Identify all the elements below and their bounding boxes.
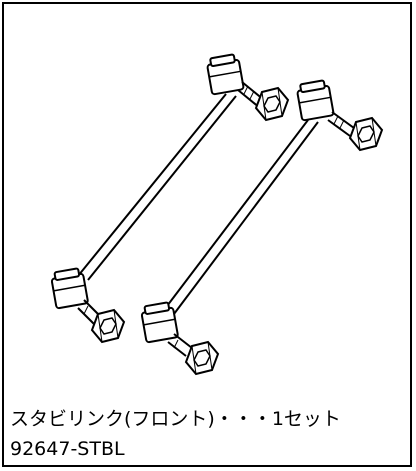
product-card: スタビリンク(フロント)・・・1セット 92647-STBL [2, 2, 412, 467]
product-caption: スタビリンク(フロント)・・・1セット 92647-STBL [10, 404, 341, 464]
part-number: 92647-STBL [10, 438, 125, 460]
stabilizer-link-left [50, 53, 289, 343]
stabilizer-link-right [140, 79, 383, 375]
stabilizer-link-illustration [50, 53, 383, 375]
product-name: スタビリンク(フロント)・・・1セット [10, 408, 341, 430]
